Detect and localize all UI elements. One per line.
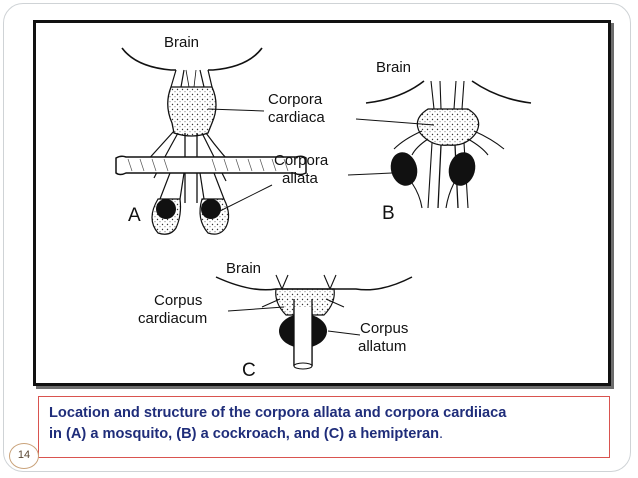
label-corpus-cardiacum-line2: cardiacum <box>138 310 207 327</box>
label-corpora-cardiaca-line2: cardiaca <box>268 109 325 126</box>
label-corpora-allata-line1: Corpora <box>274 152 329 169</box>
caption-line-2-text: in (A) a mosquito, (B) a cockroach, and … <box>49 426 440 442</box>
label-corpus-cardiacum-line1: Corpus <box>154 292 202 309</box>
panel-b-brain-label: Brain <box>376 59 411 76</box>
label-corpus-allatum-line1: Corpus <box>360 320 408 337</box>
label-corpus-allatum-line2: allatum <box>358 338 406 355</box>
diagram-svg: Brain A Cor <box>115 34 532 381</box>
panel-b-letter: B <box>382 203 395 224</box>
caption-line-2: in (A) a mosquito, (B) a cockroach, and … <box>49 424 601 445</box>
label-corpora-allata-line2: allata <box>282 170 319 187</box>
panel-b: Brain B <box>347 59 532 224</box>
panel-c-letter: C <box>242 360 256 381</box>
panel-a: Brain A <box>115 34 307 235</box>
diagram-figure: Brain A Cor <box>33 20 611 386</box>
panel-a-brain-label: Brain <box>164 34 199 51</box>
caption-line-1: Location and structure of the corpora al… <box>49 405 507 421</box>
figure-caption: Location and structure of the corpora al… <box>38 396 610 458</box>
panel-a-letter: A <box>128 205 141 226</box>
caption-end-punctuation: . <box>439 426 444 442</box>
panel-c-brain-label: Brain <box>226 260 261 277</box>
panel-c: Brain C <box>215 260 413 381</box>
label-corpora-cardiaca-line1: Corpora <box>268 91 323 108</box>
page-number-badge: 14 <box>9 443 39 469</box>
